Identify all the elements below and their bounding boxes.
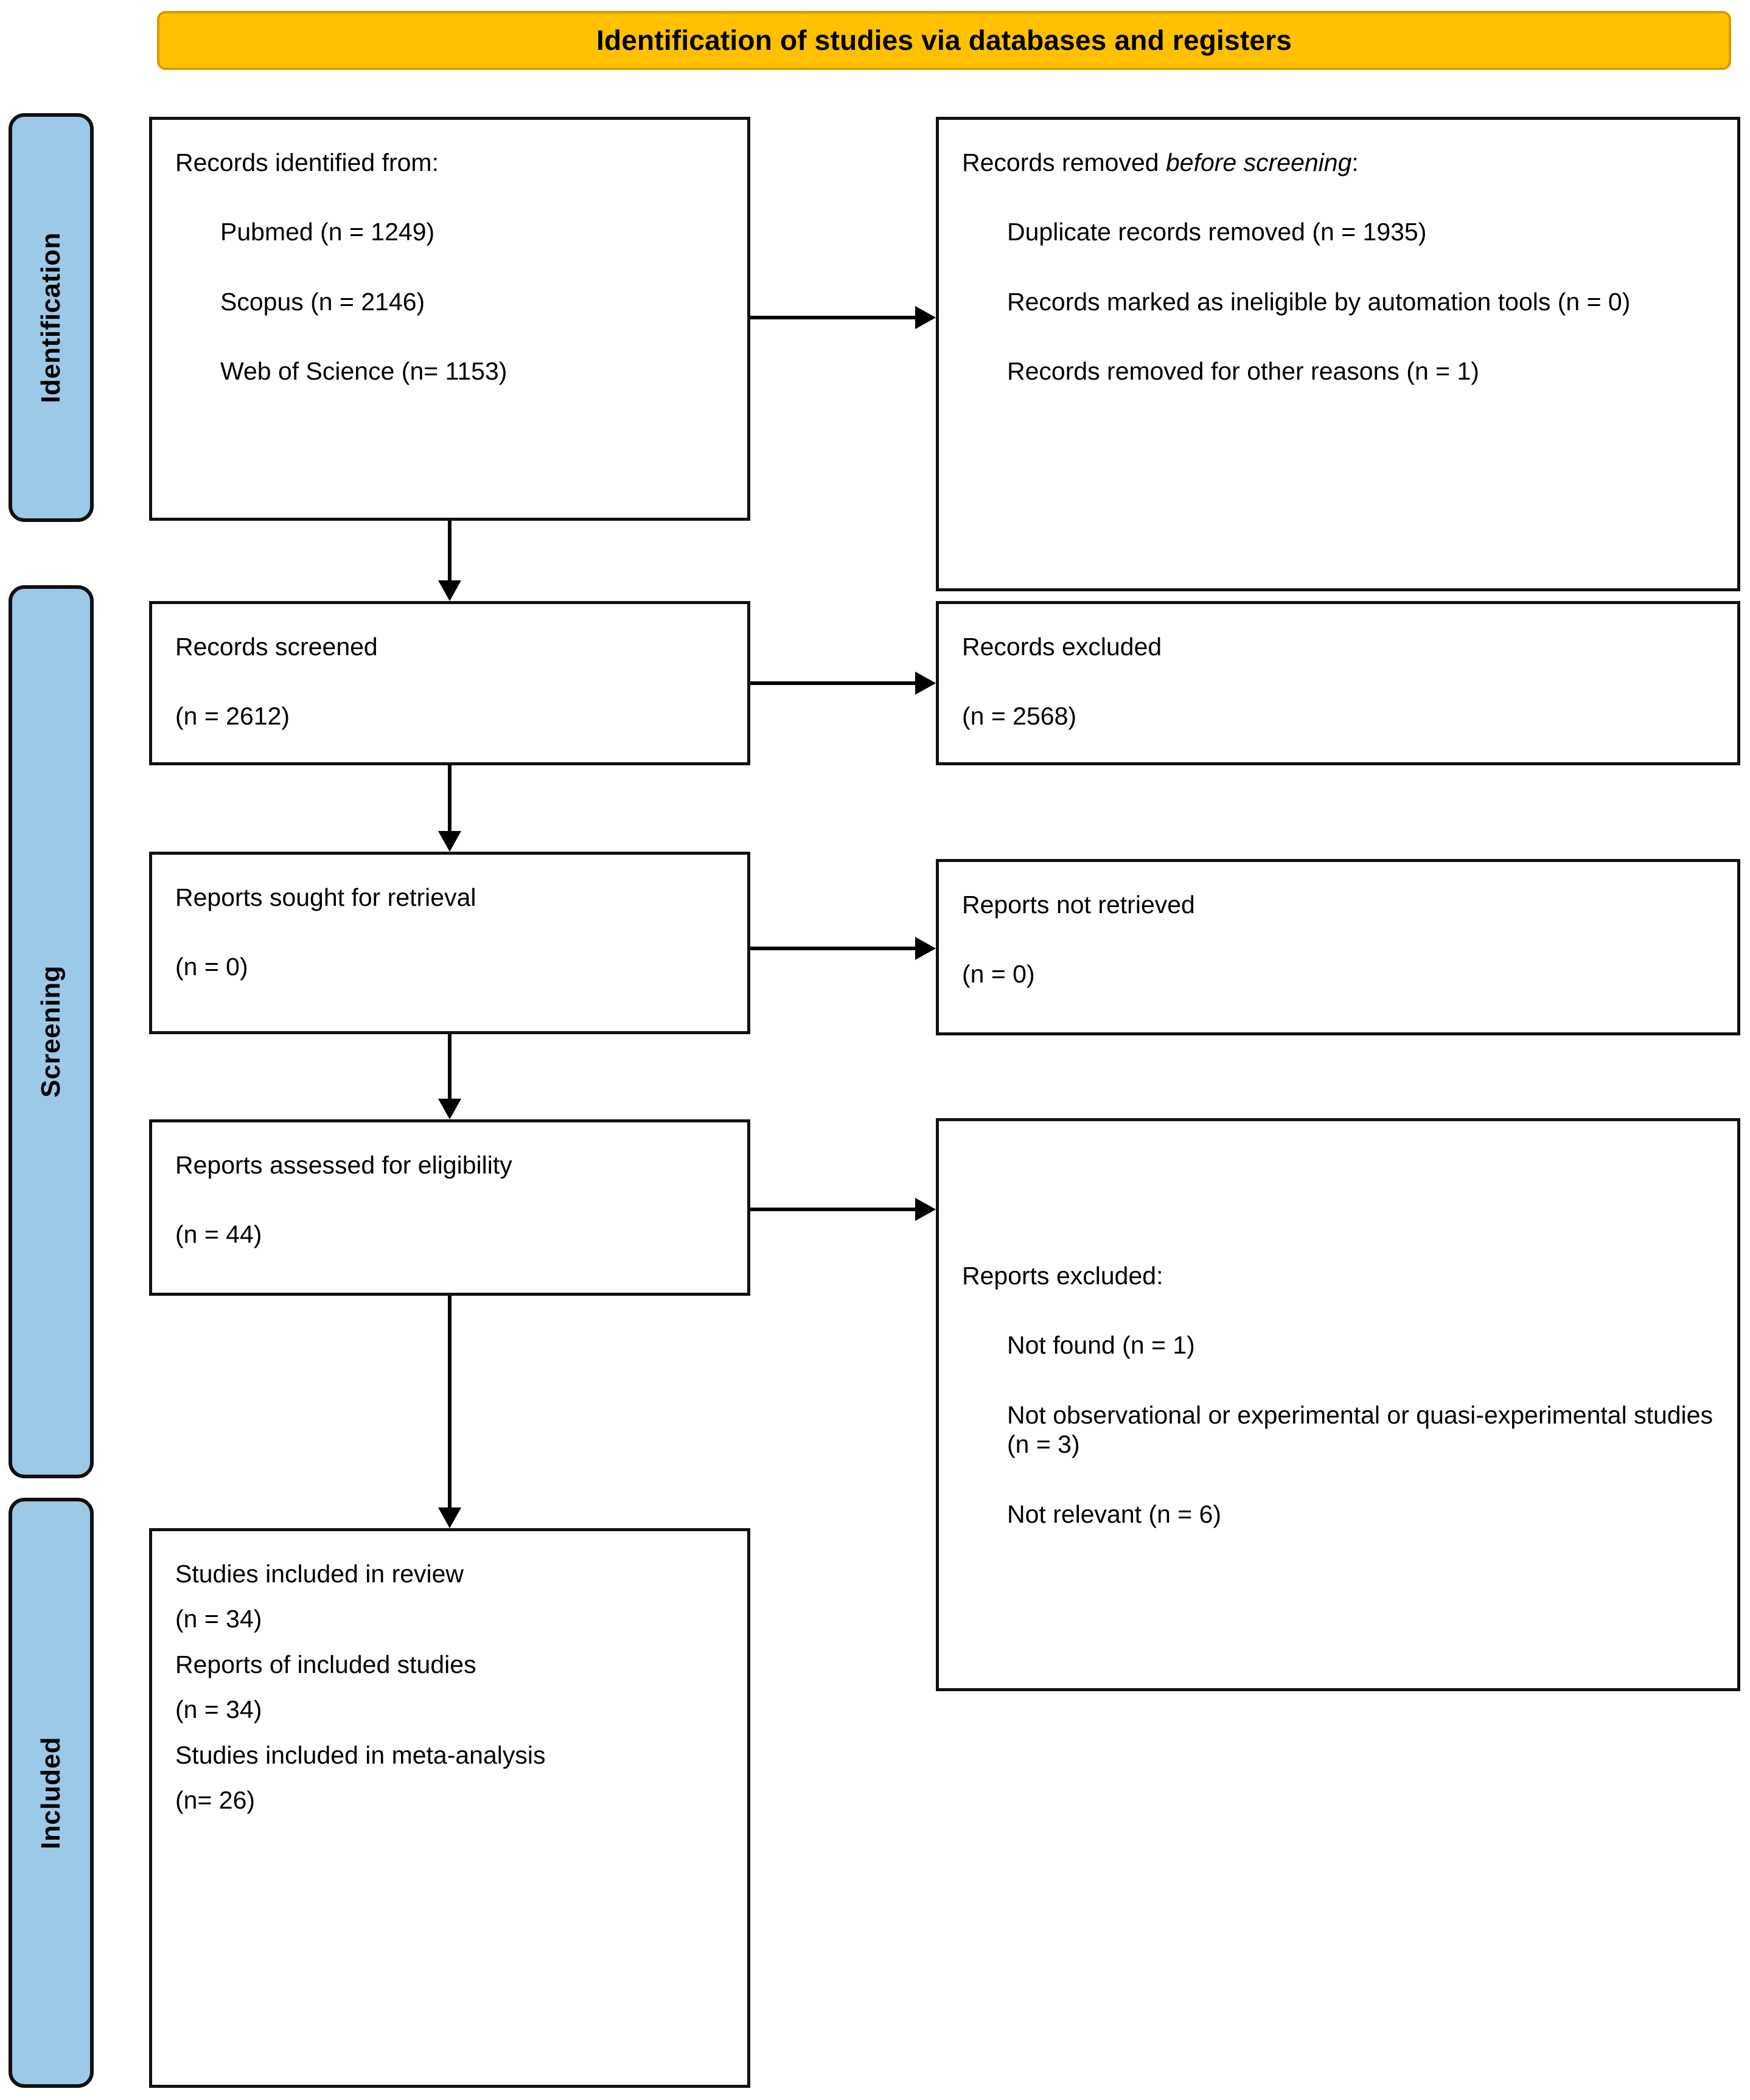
stage-label-screening: Screening [9, 585, 94, 1478]
arrowhead-screened-to-excluded [915, 672, 936, 695]
stage-label-included-text: Included [36, 1736, 66, 1849]
records-screened-label: Records screened [175, 633, 378, 661]
box-reports-assessed: Reports assessed for eligibility (n = 44… [149, 1119, 750, 1296]
studies-included-meta-label: Studies included in meta-analysis [175, 1740, 546, 1769]
box-records-removed-before-screening: Records removed before screening: Duplic… [936, 117, 1740, 591]
arrowhead-identified-to-removed [915, 306, 936, 329]
connector-identified-to-removed [750, 316, 915, 319]
stage-label-screening-text: Screening [36, 965, 66, 1098]
box-records-screened: Records screened (n = 2612) [149, 601, 750, 765]
stage-label-included: Included [9, 1498, 94, 2088]
arrowhead-identified-to-screened [438, 580, 461, 601]
box-records-excluded: Records excluded (n = 2568) [936, 601, 1740, 765]
box-reports-not-retrieved: Reports not retrieved (n = 0) [936, 859, 1740, 1035]
reports-excluded-not-observational: Not observational or experimental or qua… [1007, 1400, 1720, 1459]
studies-included-meta-count: (n= 26) [175, 1785, 256, 1814]
records-screened-count: (n = 2612) [175, 702, 290, 731]
records-excluded-count: (n = 2568) [962, 702, 1077, 731]
records-removed-other: Records removed for other reasons (n = 1… [1007, 357, 1479, 386]
reports-not-retrieved-count: (n = 0) [962, 960, 1035, 989]
records-identified-source-wos: Web of Science (n= 1153) [220, 357, 507, 386]
studies-included-review-count: (n = 34) [175, 1605, 262, 1633]
connector-assessed-to-reports-excluded [750, 1208, 915, 1211]
reports-excluded-heading: Reports excluded: [962, 1262, 1163, 1290]
box-studies-included: Studies included in review (n = 34) Repo… [149, 1528, 750, 2088]
connector-sought-to-assessed [448, 1034, 451, 1099]
records-identified-source-pubmed: Pubmed (n = 1249) [220, 218, 435, 246]
connector-assessed-to-included [448, 1296, 451, 1507]
diagram-banner: Identification of studies via databases … [157, 11, 1731, 70]
records-removed-duplicates: Duplicate records removed (n = 1935) [1007, 218, 1427, 246]
banner-title: Identification of studies via databases … [596, 24, 1292, 57]
reports-excluded-not-relevant: Not relevant (n = 6) [1007, 1500, 1222, 1528]
box-records-identified: Records identified from: Pubmed (n = 124… [149, 117, 750, 521]
records-removed-heading-italic: before screening [1165, 148, 1352, 176]
stage-label-identification-text: Identification [36, 232, 66, 403]
reports-of-included-studies-label: Reports of included studies [175, 1650, 476, 1678]
records-identified-source-scopus: Scopus (n = 2146) [220, 287, 425, 316]
connector-screened-to-sought [448, 765, 451, 831]
reports-sought-count: (n = 0) [175, 953, 248, 981]
arrowhead-screened-to-sought [438, 831, 461, 852]
reports-sought-label: Reports sought for retrieval [175, 883, 476, 911]
studies-included-review-label: Studies included in review [175, 1560, 464, 1588]
reports-of-included-studies-count: (n = 34) [175, 1695, 262, 1724]
connector-sought-to-not-retrieved [750, 947, 915, 950]
records-removed-automation: Records marked as ineligible by automati… [1007, 287, 1631, 316]
arrowhead-sought-to-not-retrieved [915, 937, 936, 960]
records-removed-heading: Records removed before screening: [962, 148, 1714, 177]
connector-screened-to-excluded [750, 681, 915, 685]
box-reports-sought: Reports sought for retrieval (n = 0) [149, 852, 750, 1034]
box-reports-excluded: Reports excluded: Not found (n = 1) Not … [936, 1118, 1740, 1691]
reports-excluded-not-found: Not found (n = 1) [1007, 1331, 1195, 1360]
records-excluded-label: Records excluded [962, 633, 1162, 661]
arrowhead-assessed-to-reports-excluded [915, 1198, 936, 1221]
stage-label-identification: Identification [9, 113, 94, 522]
connector-identified-to-screened [448, 521, 451, 580]
arrowhead-sought-to-assessed [438, 1099, 461, 1119]
records-identified-heading: Records identified from: [175, 148, 439, 176]
records-removed-heading-plain: Records removed [962, 148, 1166, 176]
records-removed-heading-tail: : [1351, 148, 1359, 176]
arrowhead-assessed-to-included [438, 1507, 461, 1528]
reports-assessed-label: Reports assessed for eligibility [175, 1151, 512, 1179]
reports-not-retrieved-label: Reports not retrieved [962, 891, 1195, 919]
reports-assessed-count: (n = 44) [175, 1220, 262, 1249]
